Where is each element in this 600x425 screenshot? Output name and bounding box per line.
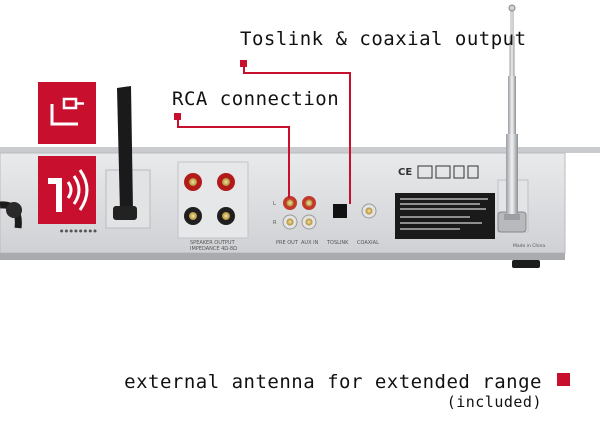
toslink-callout-text: Toslink & coaxial output <box>240 28 527 50</box>
certification-marks: CE <box>398 165 479 179</box>
rca-leader-h-stub <box>177 119 179 128</box>
power-socket <box>6 202 22 218</box>
made-in-label: Made in China <box>513 243 545 249</box>
wireless-signal-icon <box>48 169 89 212</box>
coaxial-label: COAXIAL <box>357 240 379 246</box>
speaker-output-label: SPEAKER OUTPUT <box>190 240 236 246</box>
top-cover-edge <box>0 147 600 153</box>
wifi-antenna-base <box>113 206 137 220</box>
regulatory-text: ● ● ● ● ● ● ● ● <box>60 228 97 233</box>
toslink-leader-marker <box>240 60 247 67</box>
telescopic-antenna <box>504 4 520 220</box>
toslink-leader-v <box>349 72 351 204</box>
pre-out-label: PRE OUT <box>276 240 299 246</box>
rca-callout-text: RCA connection <box>172 88 340 110</box>
antenna-callout-marker <box>557 373 570 386</box>
svg-text:CE: CE <box>398 167 412 178</box>
rca-leader-marker <box>174 113 181 120</box>
toslink-port <box>333 204 347 218</box>
bottom-lip <box>0 253 565 260</box>
rca-leader-top <box>177 126 290 128</box>
antenna-callout-line1: external antenna for extended range <box>124 371 542 393</box>
aux-in-label: AUX IN <box>301 240 319 246</box>
rca-leader-v <box>288 126 290 198</box>
wifi-antenna <box>117 86 133 212</box>
rca-jacks <box>282 196 317 230</box>
rca-r-label: R <box>273 220 277 226</box>
toslink-label: TOSLINK <box>326 240 349 246</box>
impedance-label: IMPEDANCE 4Ω-8Ω <box>190 246 237 252</box>
cable-icon <box>50 97 84 126</box>
cable-badge <box>38 82 96 144</box>
rubber-foot <box>512 260 540 268</box>
toslink-leader-top <box>243 72 351 74</box>
rca-l-label: L <box>273 201 276 207</box>
antenna-callout-line2: (included) <box>446 393 542 411</box>
speaker-terminals <box>177 161 249 239</box>
toslink-leader-h <box>243 66 245 74</box>
wireless-badge <box>38 156 96 224</box>
